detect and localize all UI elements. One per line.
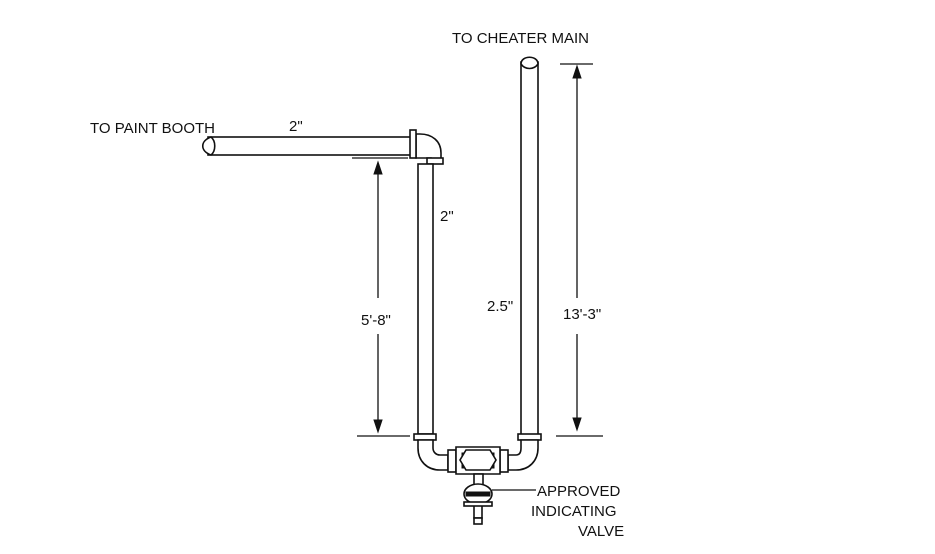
label-size-vertical-left: 2" — [440, 208, 454, 225]
label-size-horizontal: 2" — [289, 118, 303, 135]
label-valve-line1: APPROVED — [537, 483, 621, 500]
label-cheater-main: TO CHEATER MAIN — [452, 30, 589, 47]
label-size-vertical-right: 2.5" — [487, 298, 513, 315]
label-dim-left: 5'-8" — [361, 312, 391, 329]
label-paint-booth: TO PAINT BOOTH — [90, 120, 215, 137]
bottom-assembly — [413, 433, 542, 525]
vertical-pipe-right — [520, 56, 539, 437]
elbow-top — [409, 129, 444, 165]
dimension-right — [572, 64, 582, 432]
dimension-left — [373, 160, 383, 434]
horizontal-pipe — [201, 136, 417, 156]
label-valve-line2: INDICATING — [531, 503, 617, 520]
vertical-pipe-left — [417, 163, 434, 435]
label-valve-line3: VALVE — [578, 523, 624, 540]
label-dim-right: 13'-3" — [563, 306, 601, 323]
